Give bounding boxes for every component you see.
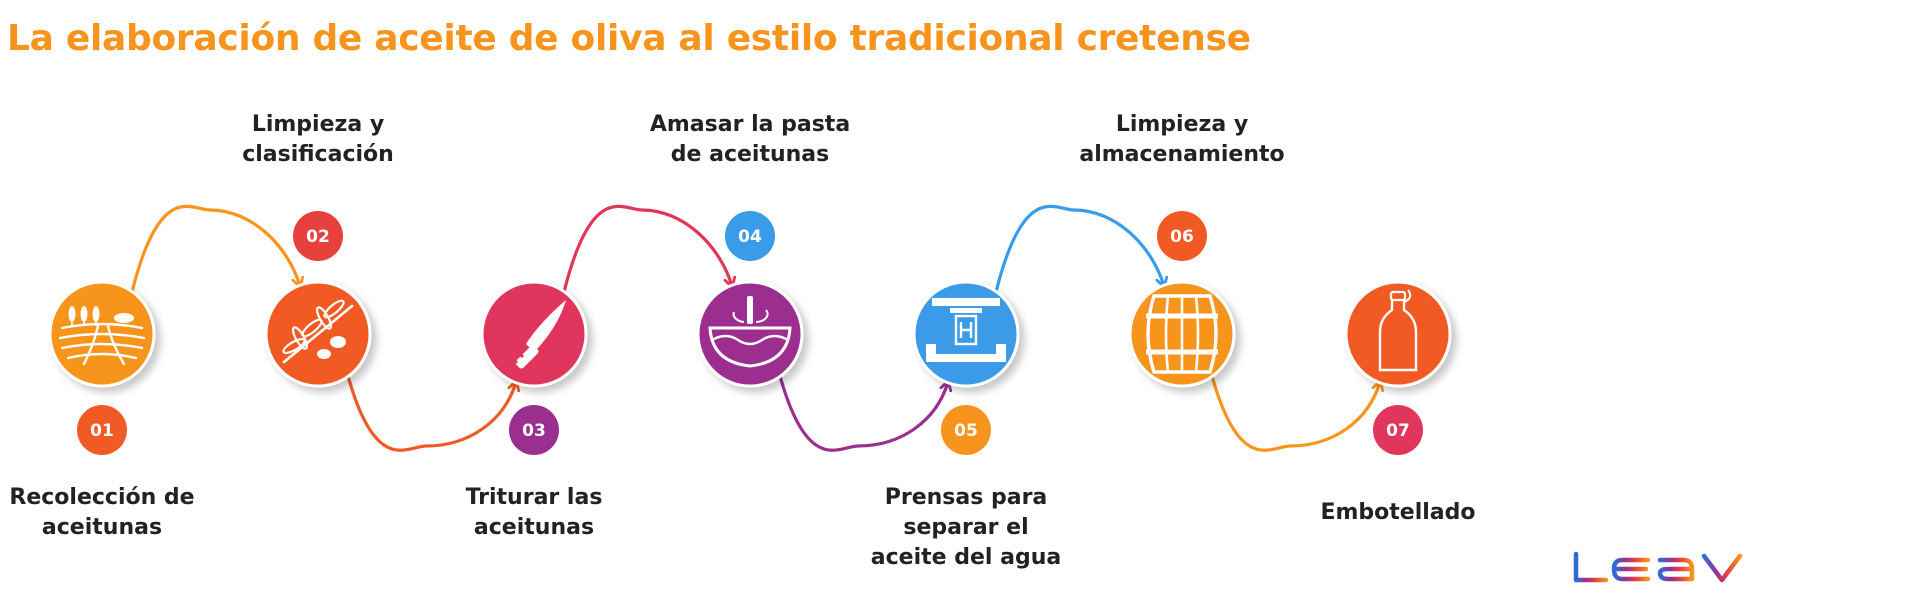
step-badge-03: 03 <box>509 405 559 455</box>
step-label-line: Triturar las <box>465 485 603 510</box>
step-node-03 <box>480 280 588 388</box>
step-label-line: separar el <box>903 515 1029 540</box>
mixing-bowl-icon <box>708 296 792 368</box>
step-node-06 <box>1128 280 1236 388</box>
step-node-05 <box>912 280 1020 388</box>
step-badges: 01 02 03 04 05 06 07 <box>77 211 1423 455</box>
step-label-04: Amasar la pasta de aceitunas <box>630 110 870 170</box>
bottle-icon <box>1378 289 1418 372</box>
step-number: 02 <box>306 227 330 247</box>
step-label-line: de aceitunas <box>670 142 830 167</box>
step-label-02: Limpieza y clasificación <box>198 110 438 170</box>
step-badge-05: 05 <box>941 405 991 455</box>
connector-arrow-05 <box>994 204 1164 293</box>
step-node-02 <box>264 280 372 388</box>
step-badge-01: 01 <box>77 405 127 455</box>
step-number: 03 <box>522 421 546 441</box>
step-label-line: almacenamiento <box>1079 142 1285 167</box>
step-label-line: aceite del agua <box>870 545 1062 570</box>
step-badge-04: 04 <box>725 211 775 261</box>
connector-arrow-02 <box>346 375 516 452</box>
step-label-line: Limpieza y <box>1115 112 1249 137</box>
step-number: 05 <box>954 421 978 441</box>
press-icon <box>926 298 1006 362</box>
page-title: La elaboración de aceite de oliva al est… <box>7 18 1251 59</box>
step-label-line: Limpieza y <box>251 112 385 137</box>
step-node-01 <box>48 280 156 388</box>
knife-icon <box>514 300 566 369</box>
connectors <box>130 204 1380 452</box>
connector-arrow-03 <box>562 204 732 293</box>
step-label-03: Triturar las aceitunas <box>414 483 654 543</box>
step-badge-02: 02 <box>293 211 343 261</box>
step-badge-06: 06 <box>1157 211 1207 261</box>
step-label-05: Prensas para separar el aceite del agua <box>846 483 1086 573</box>
step-label-line: Prensas para <box>884 485 1048 510</box>
step-label-line: clasificación <box>242 142 394 167</box>
step-nodes <box>48 280 1452 388</box>
olive-branch-icon <box>282 299 354 364</box>
step-node-04 <box>696 280 804 388</box>
connector-arrow-04 <box>778 375 948 452</box>
step-label-06: Limpieza y almacenamiento <box>1062 110 1302 170</box>
step-badge-07: 07 <box>1373 405 1423 455</box>
step-number: 01 <box>90 421 114 441</box>
connector-arrow-06 <box>1210 375 1380 452</box>
step-label-line: Recolección de <box>9 485 195 510</box>
barrel-icon <box>1146 294 1218 374</box>
step-label-01: Recolección de aceitunas <box>0 483 222 543</box>
step-label-line: aceitunas <box>41 515 163 540</box>
step-label-line: Embotellado <box>1320 500 1476 525</box>
leav-logo <box>1573 551 1743 583</box>
step-number: 06 <box>1170 227 1194 247</box>
step-number: 07 <box>1386 421 1410 441</box>
step-number: 04 <box>738 227 762 247</box>
step-node-07 <box>1344 280 1452 388</box>
step-label-line: Amasar la pasta <box>649 112 851 137</box>
step-label-07: Embotellado <box>1278 498 1518 528</box>
connector-arrow-01 <box>130 204 300 293</box>
olive-field-icon <box>58 306 146 366</box>
step-label-line: aceitunas <box>473 515 595 540</box>
